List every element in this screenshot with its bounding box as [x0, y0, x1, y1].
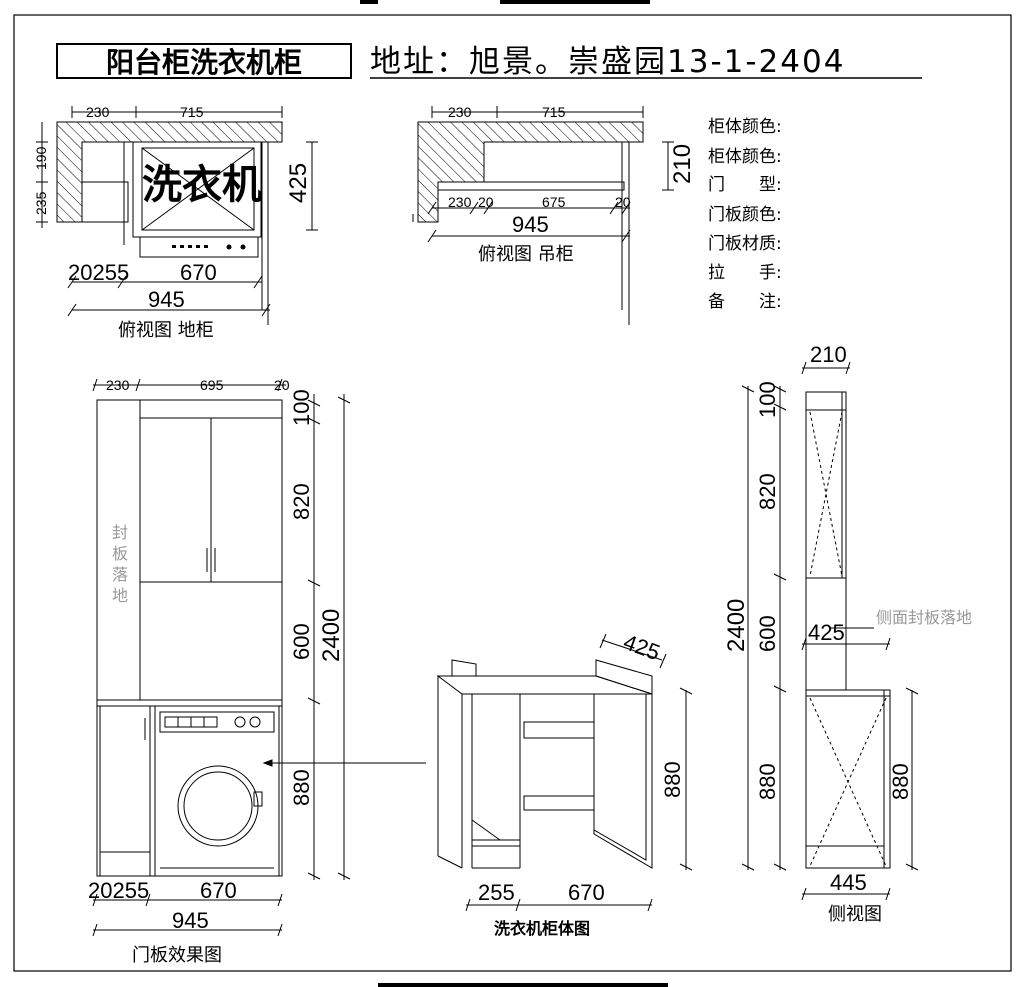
caption-top-view-floor: 俯视图 地柜 [118, 320, 214, 341]
svg-text:715: 715 [180, 104, 204, 120]
front-dims: 230 695 20 100 820 600 2400 880 20255 67… [88, 377, 345, 933]
panel-label: 封 板 落 地 [112, 523, 128, 605]
wall-dims: 230 715 210 230 20 675 20 945 [448, 104, 696, 237]
svg-text:210: 210 [810, 342, 847, 367]
svg-text:445: 445 [830, 870, 867, 895]
side-view [741, 361, 919, 901]
svg-text:670: 670 [568, 880, 605, 905]
svg-text:670: 670 [200, 878, 237, 903]
caption-side-view: 侧视图 [828, 904, 882, 925]
svg-text:230: 230 [106, 377, 130, 393]
svg-text:230: 230 [448, 104, 472, 120]
panel-label-char: 封 [112, 523, 128, 542]
svg-text:190: 190 [33, 146, 49, 170]
spec-item: 备 注: [708, 292, 782, 312]
spec-item: 柜体颜色: [708, 117, 782, 137]
svg-text:425: 425 [620, 629, 663, 665]
svg-text:715: 715 [542, 104, 566, 120]
floor-dims: 230 715 190 235 425 20255 670 945 [33, 104, 312, 312]
svg-text:20: 20 [615, 194, 631, 210]
cut-text-top [500, 0, 650, 4]
svg-text:20: 20 [274, 377, 290, 393]
svg-text:20255: 20255 [68, 260, 129, 285]
svg-text:20: 20 [478, 194, 494, 210]
svg-text:880: 880 [888, 763, 913, 800]
svg-text:230: 230 [448, 194, 472, 210]
spec-item: 拉 手: [708, 263, 782, 283]
caption-top-view-wall: 俯视图 吊柜 [478, 244, 574, 265]
title-block: 阳台柜洗衣机柜 地址：旭景。崇盛园13-1-2404 [56, 43, 922, 80]
spec-item: 门板材质: [708, 234, 782, 254]
svg-text:20255: 20255 [88, 878, 149, 903]
svg-text:945: 945 [148, 287, 185, 312]
top-view-floor-cabinet [36, 106, 318, 325]
svg-text:880: 880 [660, 761, 685, 798]
side-panel-note: 侧面封板落地 [876, 608, 972, 627]
front-elevation [92, 378, 426, 937]
svg-text:880: 880 [289, 769, 314, 806]
svg-text:670: 670 [180, 260, 217, 285]
svg-text:945: 945 [512, 212, 549, 237]
carcass-dims: 425 880 255 670 [478, 629, 685, 905]
panel-label-char: 地 [112, 586, 128, 605]
svg-text:425: 425 [285, 163, 312, 203]
svg-text:880: 880 [755, 763, 780, 800]
washer-label: 洗衣机 [142, 162, 262, 208]
svg-text:100: 100 [289, 389, 314, 426]
svg-text:820: 820 [289, 483, 314, 520]
svg-text:425: 425 [808, 620, 845, 645]
cut-text-top [360, 0, 378, 4]
spec-item: 柜体颜色: [708, 147, 782, 167]
carcass-3d [436, 633, 693, 912]
svg-text:230: 230 [86, 104, 110, 120]
svg-text:255: 255 [478, 880, 515, 905]
spec-item: 门 型: [708, 175, 782, 195]
svg-text:235: 235 [33, 191, 49, 215]
spec-item: 门板颜色: [708, 205, 782, 225]
top-view-wall-cabinet [412, 106, 674, 325]
drawing-frame [13, 14, 1012, 972]
svg-text:2400: 2400 [318, 609, 345, 662]
caption-front-elevation: 门板效果图 [132, 945, 222, 966]
svg-text:945: 945 [172, 908, 209, 933]
svg-text:210: 210 [669, 144, 696, 184]
spec-list: 柜体颜色: 柜体颜色: 门 型: 门板颜色: 门板材质: 拉 手: 备 注: [708, 117, 782, 312]
side-dims: 210 100 820 2400 600 425 880 880 445 [723, 342, 913, 895]
address-text: 地址：旭景。崇盛园13-1-2404 [370, 44, 845, 80]
caption-carcass: 洗衣机柜体图 [494, 919, 590, 938]
svg-text:675: 675 [542, 194, 566, 210]
svg-text:820: 820 [755, 473, 780, 510]
panel-label-char: 板 [112, 544, 128, 563]
svg-text:600: 600 [755, 615, 780, 652]
cut-text-bottom [378, 983, 668, 987]
svg-text:600: 600 [289, 623, 314, 660]
svg-text:695: 695 [200, 377, 224, 393]
drawing-title: 阳台柜洗衣机柜 [106, 46, 302, 79]
svg-text:2400: 2400 [723, 599, 750, 652]
panel-label-char: 落 [112, 565, 128, 584]
svg-text:100: 100 [755, 381, 780, 418]
